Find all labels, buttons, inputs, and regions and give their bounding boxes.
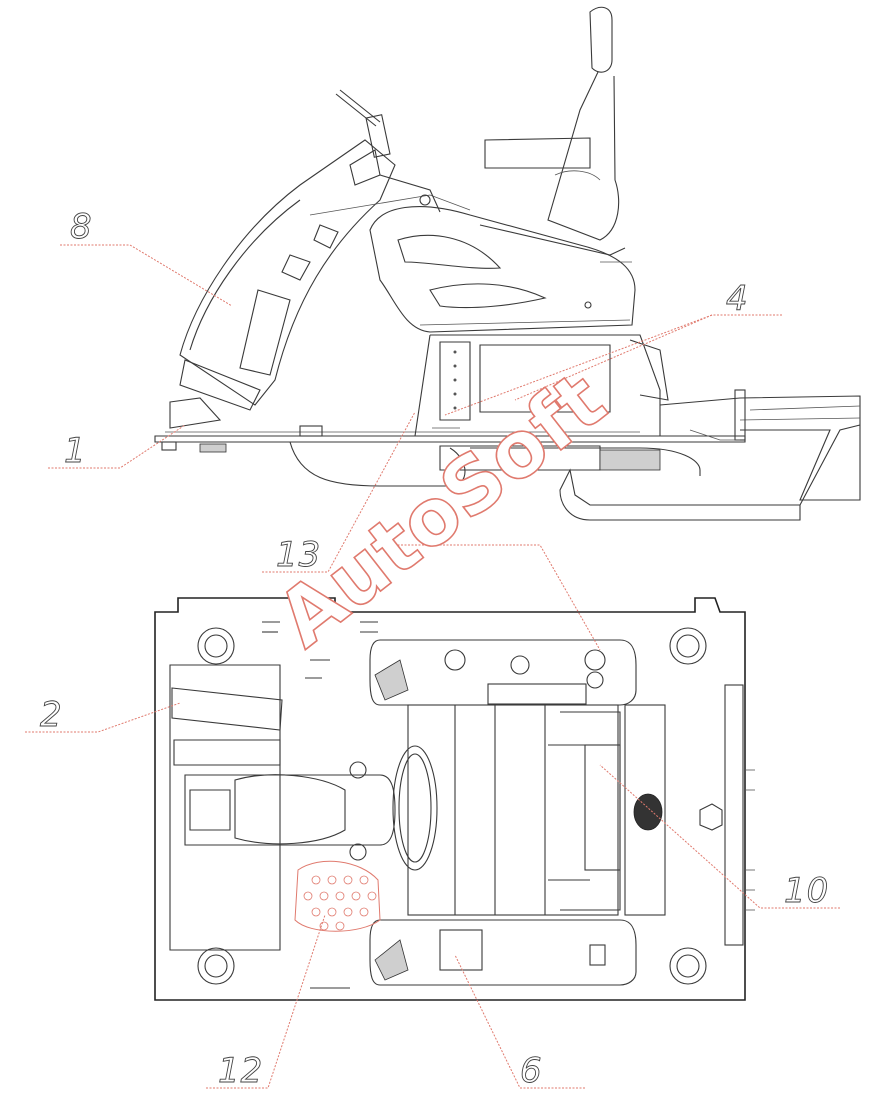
leader-1 [48, 424, 186, 469]
top-view [154, 597, 755, 1001]
top-dot-pattern [294, 860, 381, 932]
top-steering-wheel [392, 745, 438, 871]
leader-top [380, 544, 601, 651]
leader-4b [514, 314, 713, 401]
callout-4: 4 [726, 279, 749, 319]
side-control-column [179, 89, 471, 411]
side-console [369, 206, 636, 333]
leader-6 [454, 954, 585, 1089]
top-right-rail [724, 684, 755, 946]
side-seat [479, 6, 626, 256]
callout-6: 6 [520, 1051, 543, 1091]
side-rear-platform [659, 389, 861, 501]
top-armrest-upper [369, 639, 637, 706]
leader-lines [25, 244, 840, 1089]
leader-8 [60, 244, 233, 307]
top-seat [407, 704, 666, 916]
side-view [154, 6, 861, 521]
side-pedestal [414, 334, 669, 437]
callout-1: 1 [64, 431, 87, 471]
callout-8: 8 [70, 207, 93, 247]
callout-labels: 8 4 1 13 2 10 12 6 [40, 207, 829, 1092]
top-speaker-grille [633, 793, 663, 831]
top-base-plate [154, 597, 746, 1001]
side-base-plate [154, 397, 746, 453]
leader-13 [262, 411, 416, 573]
callout-12: 12 [218, 1051, 263, 1091]
callout-13: 13 [276, 535, 321, 575]
side-skid-tip [799, 424, 861, 506]
callout-10: 10 [784, 871, 829, 911]
watermark: AutoSoft [261, 355, 622, 665]
top-slot-marks [262, 621, 378, 989]
top-left-bay [169, 664, 281, 951]
side-lower-frame [289, 441, 801, 521]
leader-2 [25, 702, 181, 733]
callout-2: 2 [40, 695, 63, 735]
top-column-body [184, 761, 396, 861]
leader-12 [206, 914, 326, 1089]
top-mounting-bolts [197, 627, 723, 985]
top-armrest-lower [369, 919, 637, 986]
